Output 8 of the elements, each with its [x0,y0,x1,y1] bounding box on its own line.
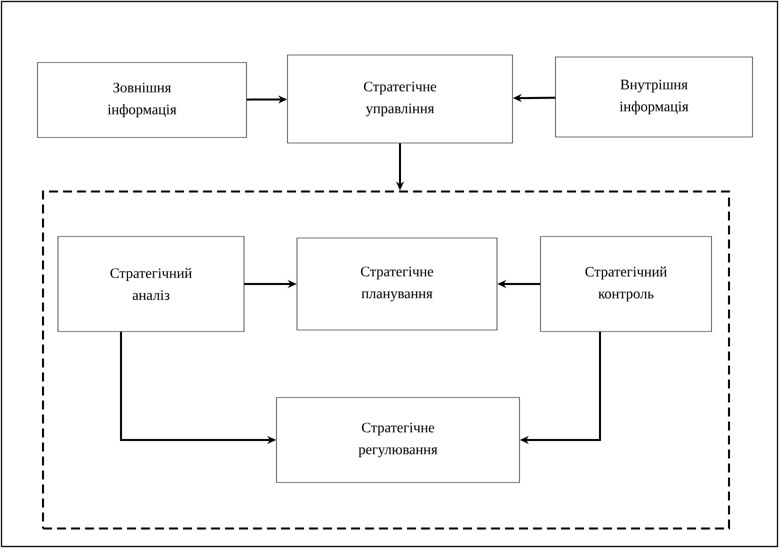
process-box: Стратегічне управління [287,54,513,144]
process-box: Зовнішня інформація [37,62,247,138]
process-box: Стратегічне регулювання [276,397,520,483]
dashed-group-box [42,190,730,530]
process-box: Стратегічний контроль [540,236,712,332]
process-box: Внутрішня інформація [555,56,753,138]
process-box: Стратегічне планування [296,238,498,330]
process-box: Стратегічний аналіз [58,236,244,332]
